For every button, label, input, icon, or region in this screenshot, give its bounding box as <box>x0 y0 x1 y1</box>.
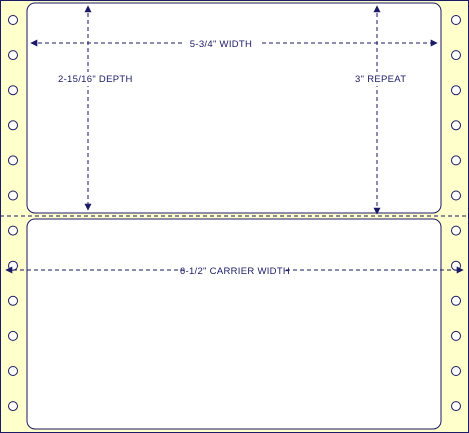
pinfeed-hole-left <box>8 260 18 271</box>
label-bottom <box>26 218 442 430</box>
pinfeed-hole-left <box>8 190 18 201</box>
pinfeed-hole-left <box>8 15 18 25</box>
pinfeed-hole-right <box>451 155 461 166</box>
pinfeed-hole-right <box>451 225 461 236</box>
pinfeed-hole-right <box>451 120 461 131</box>
pinfeed-hole-right <box>451 330 461 341</box>
pinfeed-hole-right <box>451 50 461 61</box>
pinfeed-hole-left <box>8 155 18 166</box>
pinfeed-hole-left <box>8 295 18 306</box>
pinfeed-hole-right <box>451 401 461 412</box>
pinfeed-hole-right <box>451 295 461 306</box>
pinfeed-hole-right <box>451 366 461 376</box>
pinfeed-hole-right <box>451 190 461 201</box>
pinfeed-hole-left <box>8 330 18 341</box>
pinfeed-hole-left <box>8 85 18 96</box>
pinfeed-holes <box>8 15 461 412</box>
pinfeed-hole-left <box>8 50 18 61</box>
pinfeed-hole-right <box>451 85 461 96</box>
pinfeed-hole-left <box>8 225 18 236</box>
pinfeed-hole-left <box>8 401 18 412</box>
repeat-label: 3" REPEAT <box>355 74 406 85</box>
pinfeed-hole-left <box>8 120 18 131</box>
carrier-width-label: 6-1/2" CARRIER WIDTH <box>180 266 290 277</box>
width-label: 5-3/4" WIDTH <box>190 39 252 50</box>
pinfeed-hole-left <box>8 366 18 376</box>
label-top <box>26 2 442 214</box>
pinfeed-hole-right <box>451 260 461 271</box>
pinfeed-hole-right <box>451 15 461 25</box>
depth-label: 2-15/16" DEPTH <box>58 74 133 85</box>
